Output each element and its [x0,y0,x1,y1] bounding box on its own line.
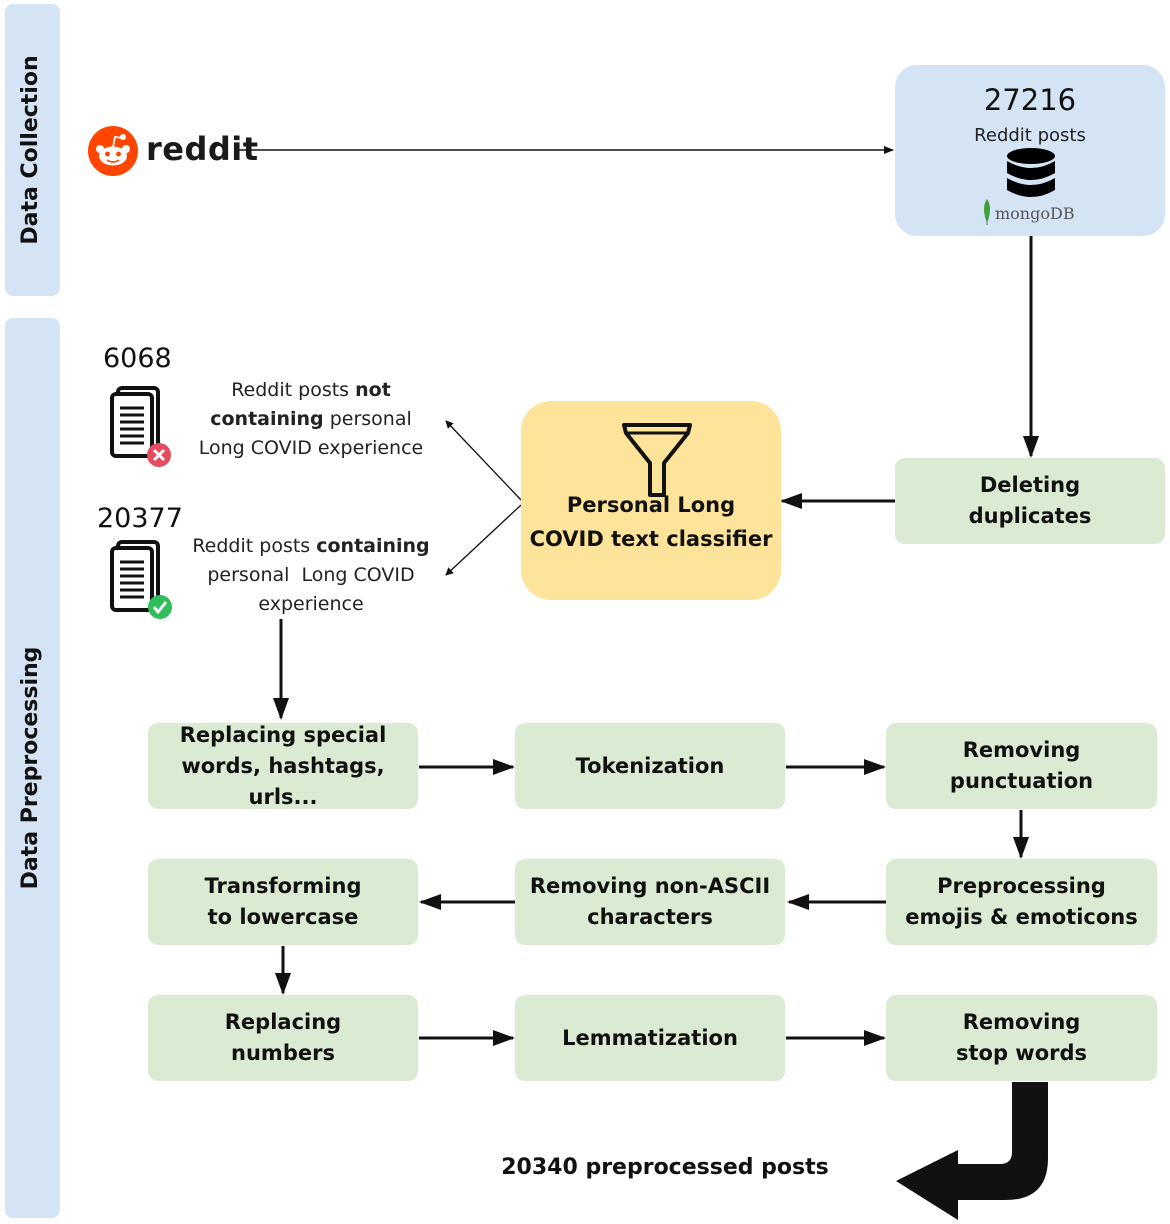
data-collection-band [5,4,60,296]
lemmatization-label: Lemmatization [562,1025,738,1050]
classifier-line-2: COVID text classifier [529,527,773,551]
positive-count: 20377 [97,503,183,534]
reddit-wordmark: reddit [146,130,259,168]
mongodb-wordmark: mongoDB [995,204,1075,223]
result-label: 20340 preprocessed posts [501,1155,829,1180]
funnel-icon [622,423,692,497]
tokenization-box: Tokenization [515,723,785,809]
mongodb-leaf-icon [984,199,990,225]
removing-non-ascii-box: Removing non-ASCII characters [515,859,785,945]
dedup-line-2: duplicates [968,504,1092,528]
deleting-duplicates-box: Deleting duplicates [895,458,1165,544]
arrow-classifier-to-positive [445,504,522,576]
reddit-logo: reddit [88,126,258,176]
transforming-lowercase-box: Transforming to lowercase [148,859,418,945]
negative-count: 6068 [103,343,172,374]
document-accepted-icon [110,540,174,624]
lemmatization-box: Lemmatization [515,995,785,1081]
negative-desc-line-1b: not [355,379,391,401]
negative-desc-line-2b: personal [323,408,412,430]
document-rejected-icon [110,386,174,470]
negative-description: Reddit posts not containing personal Lon… [186,376,436,463]
storage-count: 27216 [983,83,1077,117]
classifier-line-1: Personal Long [566,493,736,517]
removing-punctuation-box: Removing punctuation [886,723,1157,809]
classifier-box: Personal Long COVID text classifier [521,401,781,600]
positive-desc-line-3: experience [258,593,364,615]
replacing-special-box: Replacing special words, hashtags, urls..… [148,723,418,809]
stop-words-line-1: Removing [962,1010,1081,1034]
negative-desc-line-2a: containing [210,408,324,430]
positive-desc-line-1a: Reddit posts [192,535,317,557]
removing-punctuation-line-2: punctuation [949,769,1094,793]
positive-desc-line-1b: containing [316,535,430,557]
stop-words-line-2: stop words [955,1041,1088,1065]
lowercase-line-1: Transforming [204,874,362,898]
emojis-line-2: emojis & emoticons [905,905,1138,929]
numbers-line-1: Replacing [224,1010,342,1034]
tokenization-label: Tokenization [575,753,725,778]
numbers-line-2: numbers [231,1041,335,1065]
dedup-line-1: Deleting [979,473,1081,497]
replacing-numbers-box: Replacing numbers [148,995,418,1081]
lowercase-line-2: to lowercase [207,905,359,929]
arrow-classifier-to-negative [445,420,522,501]
positive-description: Reddit posts containing personal Long CO… [186,532,436,619]
non-ascii-line-2: characters [587,905,713,929]
data-preprocessing-band [5,318,60,1218]
replacing-special-line-1: Replacing special [179,722,387,747]
positive-desc-line-2: personal Long COVID [207,564,415,586]
storage-label: Reddit posts [974,125,1086,146]
replacing-special-line-2: words, hashtags, urls... [181,753,385,809]
negative-desc-line-3: Long COVID experience [198,437,424,459]
preprocessing-emojis-box: Preprocessing emojis & emoticons [886,859,1157,945]
emojis-line-1: Preprocessing [937,874,1106,898]
database-icon [1007,148,1055,197]
reddit-alien-icon [88,126,138,176]
removing-stop-words-box: Removing stop words [886,995,1157,1081]
arrow-stopwords-to-result [896,1082,1048,1220]
non-ascii-line-1: Removing non-ASCII [529,874,771,898]
removing-punctuation-line-1: Removing [962,738,1081,762]
storage-box: 27216 Reddit posts mongoDB [895,65,1165,236]
negative-desc-line-1a: Reddit posts [231,379,356,401]
